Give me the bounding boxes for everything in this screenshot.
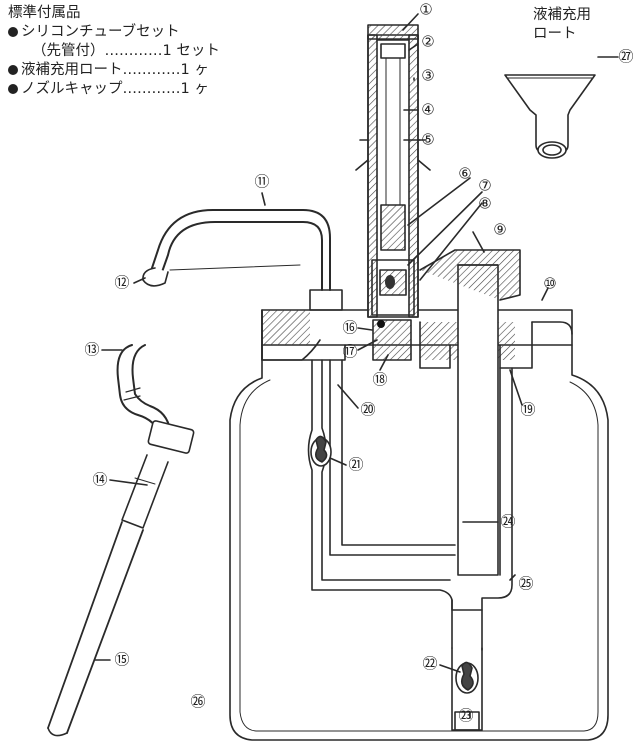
callout-18: ⑱	[372, 371, 387, 389]
accessory-item-funnel: 液補充用ロート…………1 ヶ	[8, 61, 220, 80]
bullet-icon	[8, 84, 18, 94]
pipe-25	[481, 367, 513, 651]
callout-26: ㉖	[190, 693, 205, 711]
pipe-valve-21	[307, 359, 453, 649]
funnel-caption-line1: 液補充用	[533, 7, 591, 23]
callout-1: ①	[419, 1, 432, 19]
callout-4: ④	[421, 101, 434, 119]
callout-5: ⑤	[421, 131, 434, 149]
tube-connector	[147, 420, 195, 454]
accessory-tube-qty: （先管付）…………1 セット	[32, 43, 220, 59]
accessory-funnel-label: 液補充用ロート…………1 ヶ	[21, 62, 209, 78]
bullet-icon	[8, 65, 18, 75]
callout-21: ㉑	[348, 456, 363, 474]
nozzle-tube-15	[47, 521, 144, 734]
callout-20: ⑳	[360, 401, 375, 419]
callout-27: ㉗	[618, 48, 633, 66]
funnel	[504, 74, 596, 153]
callout-15: ⑮	[114, 651, 129, 669]
callout-23: ㉓	[458, 707, 473, 725]
pipe-left	[329, 359, 456, 556]
callout-3: ③	[421, 67, 434, 85]
accessory-item-tube: シリコンチューブセット	[8, 23, 220, 42]
callout-22: ㉒	[422, 655, 437, 673]
callout-14: ⑭	[92, 471, 107, 489]
accessory-cap-label: ノズルキャップ…………1 ヶ	[21, 81, 209, 97]
callout-8: ⑧	[478, 195, 491, 213]
callout-13: ⑬	[84, 341, 99, 359]
callout-6: ⑥	[458, 165, 471, 183]
callout-19: ⑲	[520, 401, 535, 419]
callout-7: ⑦	[478, 177, 491, 195]
nozzle-arm	[161, 221, 323, 291]
funnel-caption-line2: ロート	[533, 26, 577, 42]
callout-25: ㉕	[518, 575, 533, 593]
bullet-icon	[8, 27, 18, 37]
accessories-list: 標準付属品 シリコンチューブセット （先管付）…………1 セット 液補充用ロート…	[8, 4, 220, 99]
accessory-item-cap: ノズルキャップ…………1 ヶ	[8, 80, 220, 99]
piston	[380, 43, 406, 59]
callout-11: ⑪	[254, 173, 269, 191]
callout-24: ㉔	[500, 513, 515, 531]
funnel-caption: 液補充用 ロート	[533, 6, 591, 44]
bottle-outline	[229, 344, 609, 741]
accessories-heading: 標準付属品	[8, 5, 81, 21]
callout-12: ⑫	[114, 274, 129, 292]
callout-10: ⑩	[543, 275, 556, 293]
silicone-tube	[116, 344, 161, 436]
callout-2: ②	[421, 33, 434, 51]
callout-16: ⑯	[342, 319, 357, 337]
tube-24	[457, 264, 499, 576]
callout-17: ⑰	[342, 343, 357, 361]
accessory-tube-label: シリコンチューブセット	[21, 24, 180, 40]
bottle-inner-outline	[239, 379, 599, 732]
callout-9: ⑨	[493, 221, 506, 239]
